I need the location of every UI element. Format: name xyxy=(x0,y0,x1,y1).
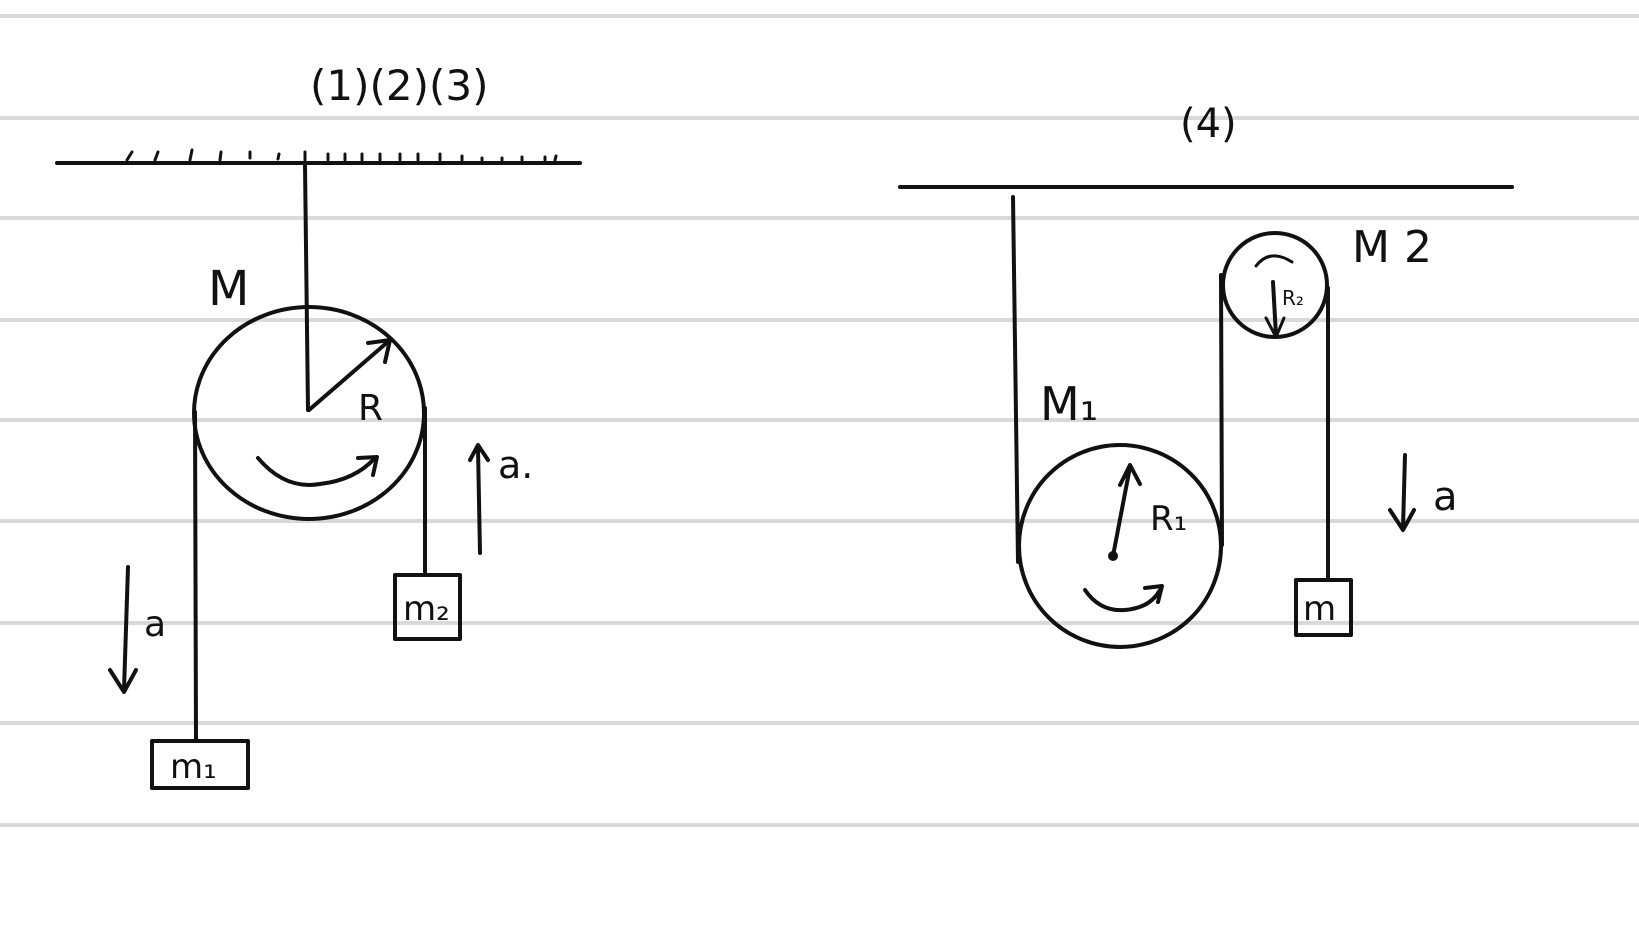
accel-right-label: a. xyxy=(498,443,533,487)
accel-up-arrow-right xyxy=(476,446,482,555)
left-caption: (1)(2)(3) xyxy=(310,61,488,110)
mass-m2-box xyxy=(393,573,462,641)
upper-pulley-label: M 2 xyxy=(1352,222,1432,273)
lower-radius-arrow xyxy=(1111,465,1132,558)
radius-arrow-head xyxy=(366,338,392,364)
ruled-lines xyxy=(0,14,1639,827)
lower-rotation-arrow-icon xyxy=(1083,588,1162,613)
accel-down-arrow-right-head xyxy=(1388,508,1416,532)
middle-string xyxy=(1219,273,1224,547)
upper-radius-label: R₂ xyxy=(1282,286,1304,310)
upper-radius-arrow xyxy=(1271,280,1278,338)
accel-down-arrow-left xyxy=(122,565,130,692)
accel-up-arrow-right-head xyxy=(468,443,490,462)
radius-arrow xyxy=(307,338,392,412)
right-pulley-diagram: (4) M₁ R₁ M 2 R₂ m a xyxy=(898,101,1514,649)
left-pulley-diagram: (1)(2)(3) M xyxy=(55,61,582,790)
mass-m1-box xyxy=(150,739,250,790)
mass-m-label: m xyxy=(1303,589,1336,629)
lower-pulley-m1 xyxy=(1017,443,1223,649)
mass-m-box xyxy=(1294,578,1353,637)
upper-rotation-arrow-icon xyxy=(1254,254,1294,268)
accel-down-arrow-left-head xyxy=(108,668,138,694)
accel-down-arrow-right xyxy=(1401,453,1407,530)
radius-label: R xyxy=(358,388,383,429)
accel-left-label: a xyxy=(144,604,166,645)
left-string xyxy=(193,410,198,742)
mass-m1-label: m₁ xyxy=(170,747,217,787)
mass-m2-label: m₂ xyxy=(403,589,450,629)
rotation-arrow-head xyxy=(356,455,379,477)
upper-radius-arrow-head xyxy=(1264,316,1286,339)
pulley-support-rod xyxy=(303,163,310,412)
lower-pulley-label: M₁ xyxy=(1040,377,1098,431)
lower-radius-label: R₁ xyxy=(1150,499,1187,539)
pulley-m-label: M xyxy=(208,261,249,317)
lower-rotation-arrow-head xyxy=(1143,584,1164,604)
rotation-arrow-icon xyxy=(256,456,377,487)
lower-pulley-center xyxy=(1108,551,1118,561)
ceiling-hatching xyxy=(125,148,558,162)
fixed-string xyxy=(1011,195,1020,564)
accel-right-diagram-label: a xyxy=(1433,474,1458,520)
right-caption: (4) xyxy=(1180,101,1237,147)
lower-radius-arrow-head xyxy=(1118,463,1142,487)
